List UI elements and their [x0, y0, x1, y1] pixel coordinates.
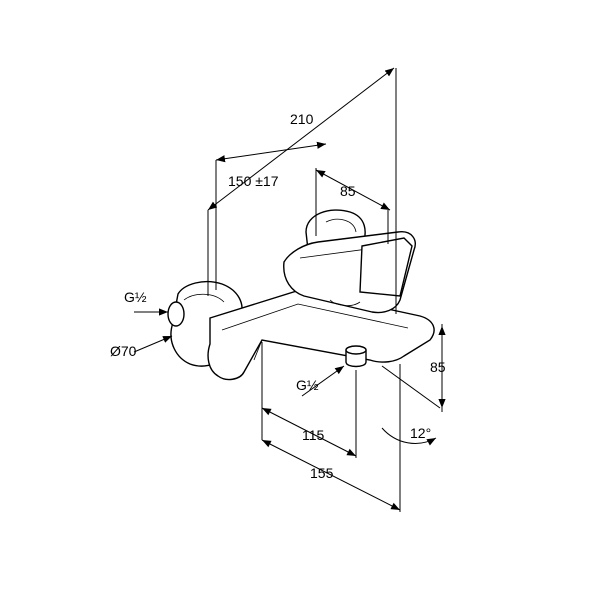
label-inlet-thread: G½: [124, 289, 147, 305]
label-155: 155: [310, 465, 334, 481]
front-rosette-inner: [183, 293, 225, 303]
dimension-lines: [133, 67, 446, 511]
label-rosette-diameter: Ø70: [110, 343, 137, 359]
faucet-outline: [167, 209, 435, 381]
label-115: 115: [302, 427, 325, 443]
lever-stem: [329, 299, 361, 306]
dim-line-150: [215, 141, 327, 163]
label-85-right: 85: [430, 359, 446, 375]
label-12deg: 12°: [410, 425, 431, 441]
body-top-edge: [221, 303, 409, 331]
outlet-aerator: [345, 345, 367, 355]
inlet-leader-bottom: [133, 335, 173, 353]
rear-rosette-inner: [325, 218, 357, 233]
outlet-leader: [301, 365, 345, 397]
dim-arc-12deg: [381, 427, 437, 446]
inlet-nipple: [167, 301, 185, 327]
dim-line-155: [261, 439, 401, 511]
dimension-labels: 210 150 ±17 85 85 115 155 12° G½ Ø70 G½: [110, 111, 446, 481]
dim-line-210: [207, 67, 395, 211]
body-front-edge: [253, 339, 263, 361]
lever-knob-face: [359, 237, 413, 297]
label-outlet-thread: G½: [296, 377, 319, 393]
label-150: 150 ±17: [228, 173, 279, 189]
label-85-top: 85: [340, 183, 356, 199]
dim-line-85-top: [315, 169, 391, 211]
label-210: 210: [290, 111, 314, 127]
